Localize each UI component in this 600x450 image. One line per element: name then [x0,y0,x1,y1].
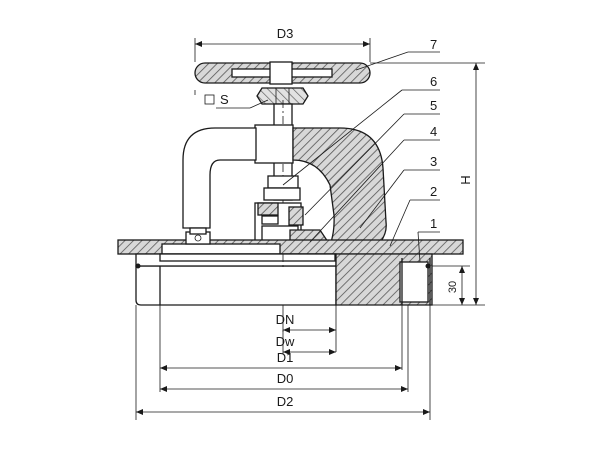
part-callouts: 7 6 5 4 3 2 1 [282,37,440,263]
callout-6: 6 [430,74,437,89]
hex-nut [256,87,309,105]
callout-7: 7 [430,37,437,52]
dimension-h: H [370,62,485,306]
callout-1: 1 [430,216,437,231]
dn-label: DN [276,312,295,327]
dimension-30: 30 [432,265,470,305]
callout-4: 4 [430,124,437,139]
s-label: S [220,92,229,107]
d3-label: D3 [277,26,294,41]
callout-3: 3 [430,154,437,169]
callout-5: 5 [430,98,437,113]
dimension-d1: D1 [160,350,402,371]
extension-lines [135,305,431,420]
flange-body [117,239,464,306]
d0-label: D0 [277,371,294,386]
thirty-label: 30 [447,281,459,293]
wrench-size-callout: S [204,92,269,109]
dimension-d0: D0 [160,371,408,392]
gland [254,124,301,201]
callout-2: 2 [430,184,437,199]
dimension-dw: Dw [276,330,336,355]
d2-label: D2 [277,394,294,409]
flange-bolt [185,227,211,245]
handwheel [194,61,371,95]
d1-label: D1 [277,350,294,365]
square-icon [204,94,215,105]
dimension-d3: D3 [194,26,371,62]
h-label: H [458,175,473,184]
dw-label: Dw [276,334,295,349]
dimension-dn: DN [276,305,336,333]
dimension-d2: D2 [136,394,430,415]
